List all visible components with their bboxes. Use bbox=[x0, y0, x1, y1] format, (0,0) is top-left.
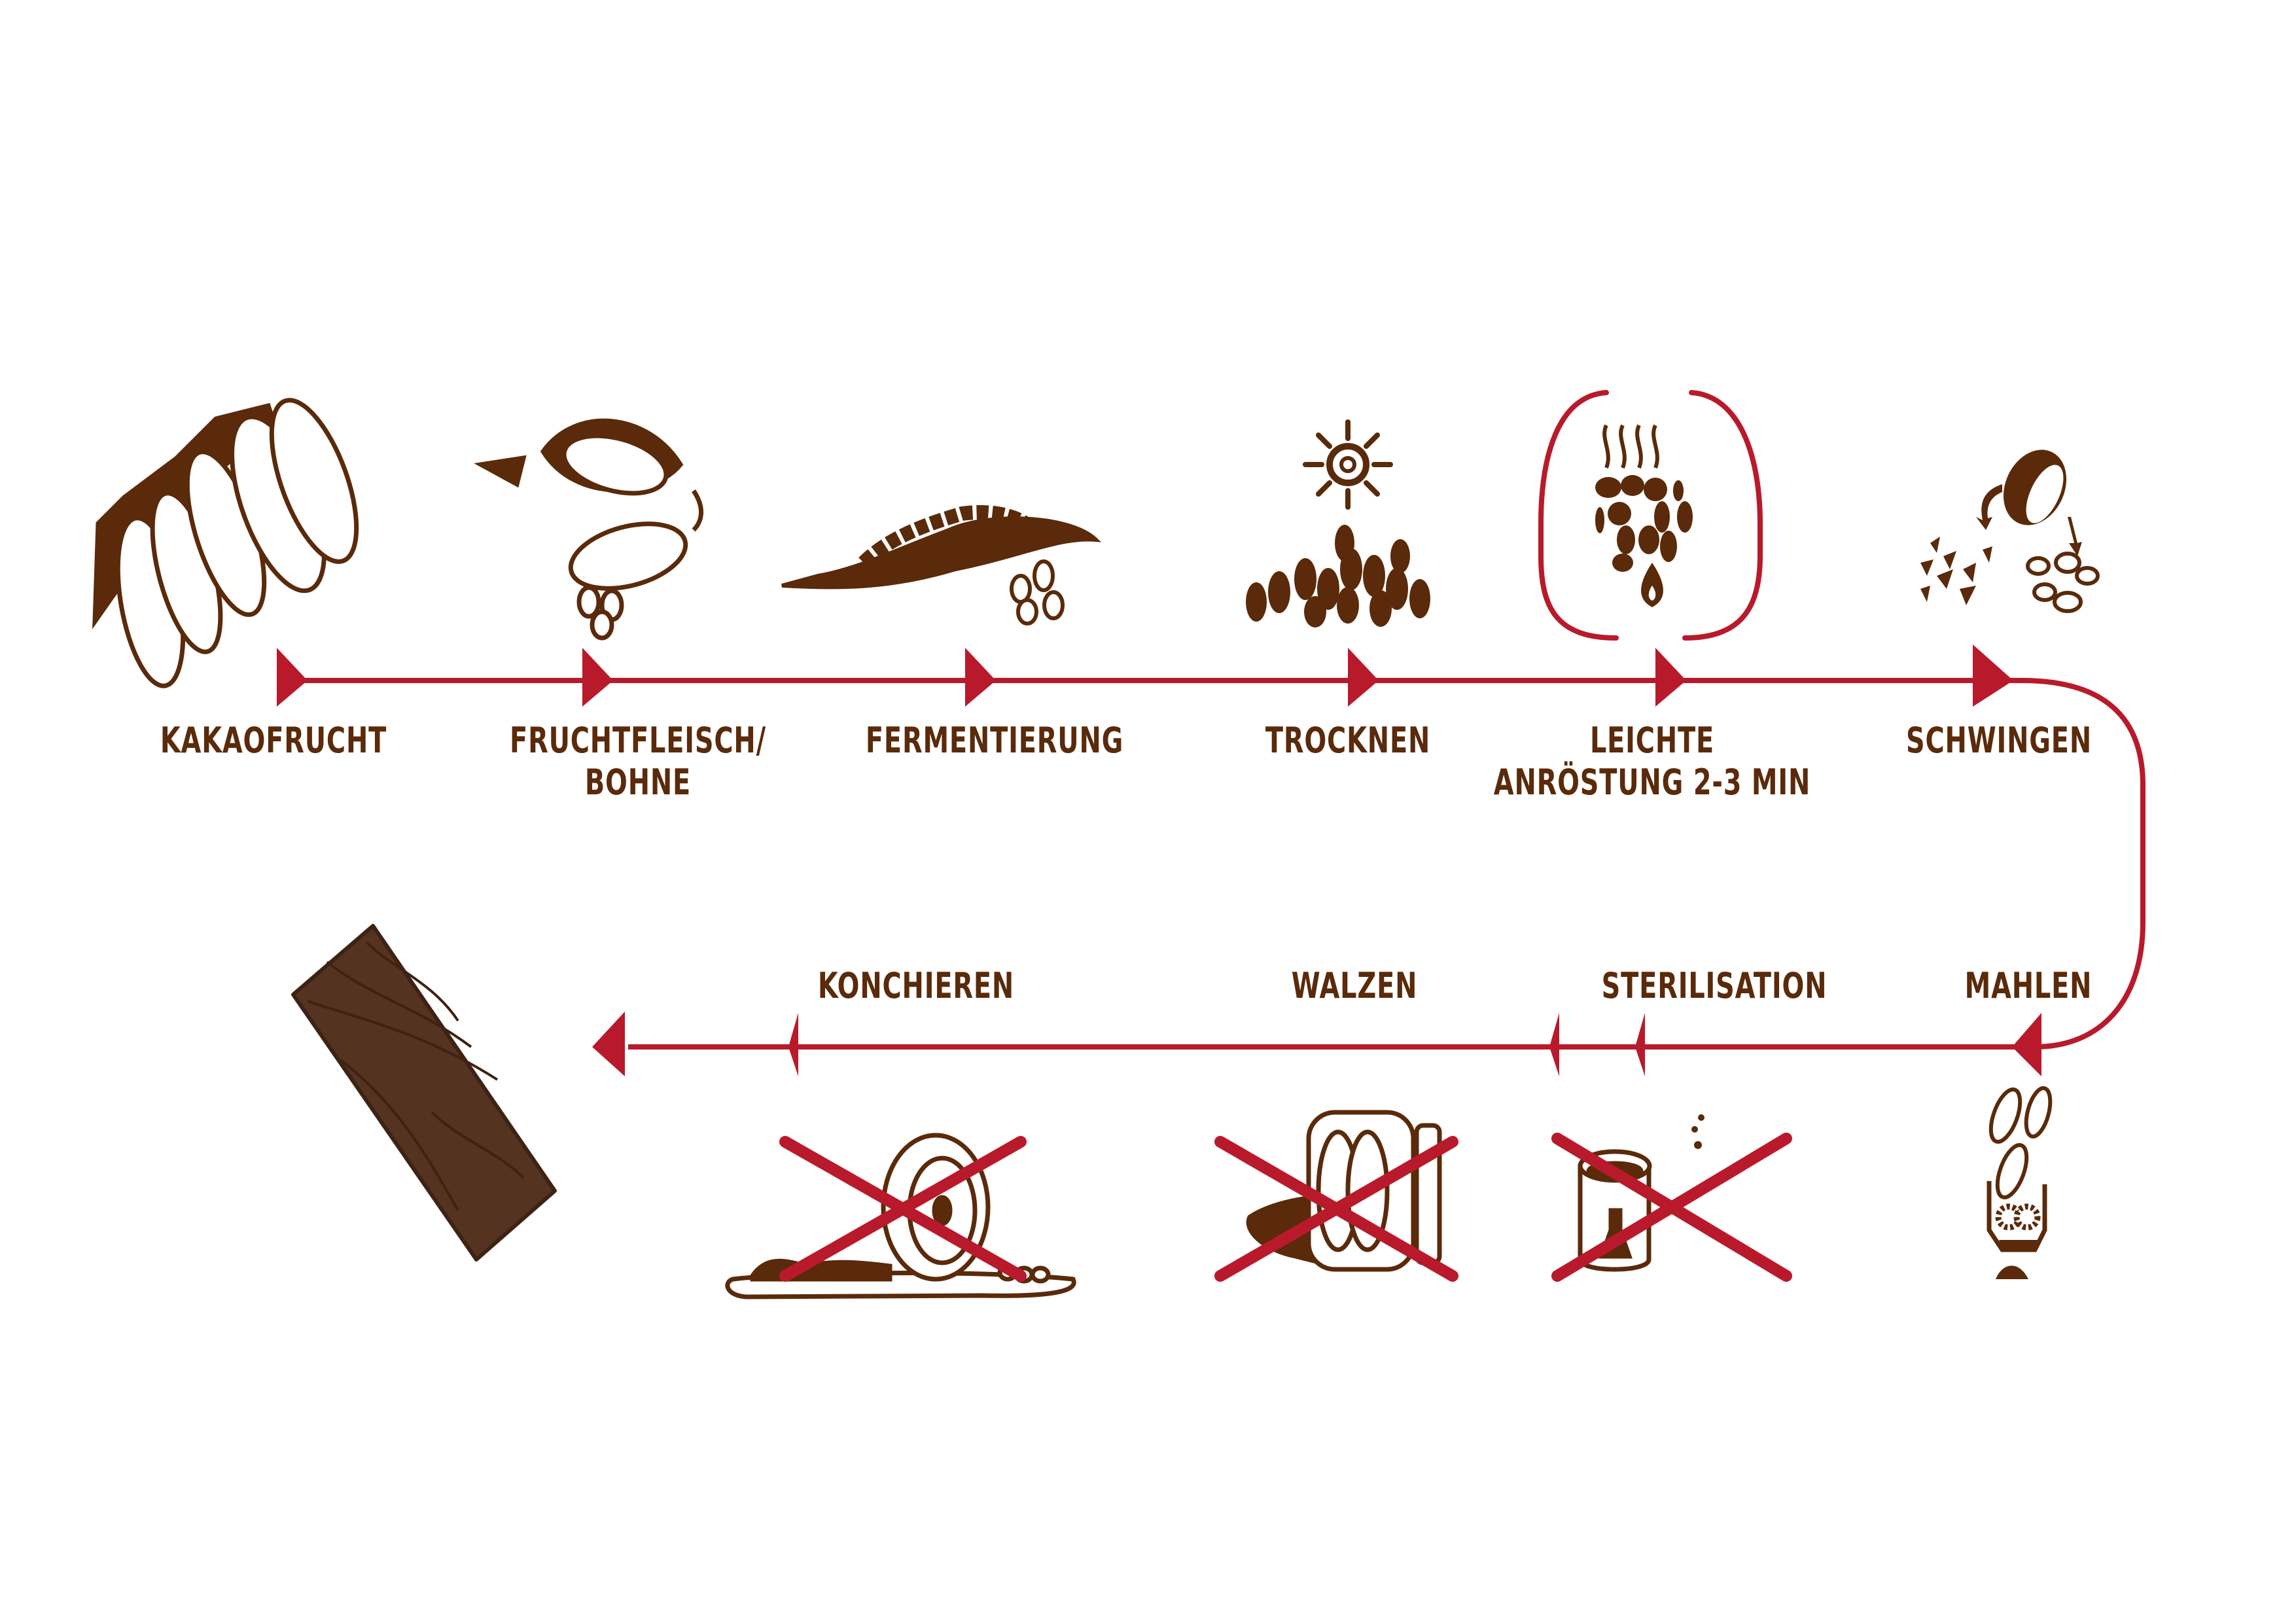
cross-konchieren-icon bbox=[779, 1136, 1027, 1282]
top-arrowheads bbox=[277, 644, 2013, 707]
step-label-walzen: WALZEN bbox=[1291, 965, 1418, 1006]
step-label-mahlen: MAHLEN bbox=[1964, 965, 2093, 1006]
arrowhead-fruchtfleisch bbox=[582, 648, 613, 707]
arrowhead-schwingen bbox=[1973, 644, 2013, 707]
step-label-schwingen: SCHWINGEN bbox=[1905, 720, 2093, 761]
step-label-kakaofrucht: KAKAOFRUCHT bbox=[160, 720, 387, 761]
step-label-trocknen: TROCKNEN bbox=[1265, 720, 1431, 761]
step-label-anroestung: LEICHTE ANRÖSTUNG 2-3 MIN bbox=[1493, 720, 1811, 803]
cacao-pods-branch-icon bbox=[92, 398, 359, 688]
arrowhead-sterilisation bbox=[1635, 1013, 1645, 1076]
step-label-fermentierung: FERMENTIERUNG bbox=[865, 720, 1124, 761]
arrowhead-trocknen bbox=[1348, 648, 1379, 707]
step-label-fruchtfleisch: FRUCHTFLEISCH/ BOHNE bbox=[510, 720, 766, 803]
flow-path bbox=[278, 678, 2146, 1050]
roasting-highlight-bracket bbox=[1538, 390, 1763, 641]
roasting-beans-flame-icon bbox=[1595, 424, 1693, 607]
bottom-arrowheads bbox=[592, 1012, 2041, 1076]
arrowhead-kakaofrucht bbox=[277, 648, 308, 707]
arrowhead-mahlen bbox=[2012, 1013, 2041, 1076]
fermenting-beans-leaf-icon bbox=[781, 505, 1101, 626]
opened-cacao-pod-icon bbox=[474, 418, 704, 641]
cross-sterilisation-icon bbox=[1551, 1133, 1792, 1282]
arrowhead-fermentierung bbox=[965, 648, 996, 707]
arrowhead-walzen bbox=[1549, 1013, 1559, 1076]
step-label-konchieren: KONCHIEREN bbox=[817, 965, 1015, 1006]
return-curve bbox=[2021, 678, 2146, 1050]
step-label-sterilisation: STERILISATION bbox=[1601, 965, 1828, 1006]
winnowing-bean-icon bbox=[1920, 450, 2100, 613]
grinder-gears-icon bbox=[1987, 1086, 2053, 1279]
cross-walzen-icon bbox=[1214, 1136, 1458, 1282]
arrowhead-konchieren bbox=[788, 1013, 798, 1076]
sun-drying-beans-icon bbox=[1246, 419, 1430, 627]
arrowhead-end bbox=[592, 1012, 625, 1076]
arrowhead-anroestung bbox=[1655, 648, 1686, 707]
sterilisation-jar-icon bbox=[1578, 1114, 1704, 1272]
chocolate-bar-icon bbox=[291, 924, 557, 1262]
crossed-out-marks bbox=[779, 1133, 1792, 1282]
